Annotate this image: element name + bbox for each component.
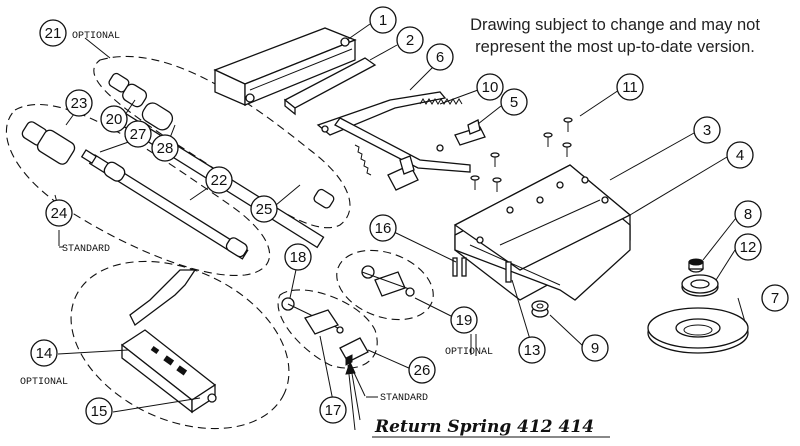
part-22-rod <box>88 154 249 260</box>
callout-22-label: 22 <box>211 172 228 189</box>
callout-27: 27 <box>124 120 152 148</box>
part-16-pins <box>452 257 467 277</box>
part-8-cap <box>688 258 704 273</box>
part-12-bearing <box>681 274 719 297</box>
disclaimer: Drawing subject to change and may not re… <box>440 14 790 58</box>
callout-13-label: 13 <box>524 342 541 359</box>
tag-optional-21: OPTIONAL <box>72 31 120 42</box>
part-14-assembly <box>120 269 217 414</box>
group-outline-14 <box>70 260 290 430</box>
part-1-block <box>213 27 357 106</box>
callout-17: 17 <box>319 396 347 424</box>
callout-24: 24 <box>45 199 73 227</box>
callout-23-label: 23 <box>71 95 88 112</box>
callout-11-label: 11 <box>622 79 638 96</box>
callout-21: 21 <box>39 19 67 47</box>
callout-13: 13 <box>518 336 546 364</box>
part-23-coupler <box>21 121 76 165</box>
callout-5: 5 <box>500 88 528 116</box>
callout-18-label: 18 <box>290 249 307 266</box>
tag-optional-19: OPTIONAL <box>445 347 493 358</box>
callout-22: 22 <box>205 166 233 194</box>
callout-27-label: 27 <box>130 126 147 143</box>
disclaimer-line-2: represent the most up-to-date version. <box>475 38 755 56</box>
callout-28-label: 28 <box>157 140 174 157</box>
group-outline-19 <box>336 249 434 321</box>
callout-3: 3 <box>693 116 721 144</box>
leader-lines <box>54 23 746 413</box>
callout-9: 9 <box>581 334 609 362</box>
callout-16-label: 16 <box>375 220 392 237</box>
disclaimer-line-1: Drawing subject to change and may not <box>470 16 760 34</box>
callout-11: 11 <box>616 73 644 101</box>
part-10-spring <box>419 98 463 105</box>
group-outline-21 <box>93 55 351 229</box>
callout-21-label: 21 <box>45 25 62 42</box>
callout-8-label: 8 <box>744 206 752 223</box>
callout-19: 19 <box>450 306 478 334</box>
callout-3-label: 3 <box>703 122 711 139</box>
callout-6: 6 <box>426 43 454 71</box>
part-6-rail <box>316 91 471 173</box>
part-19-assembly <box>361 265 415 297</box>
callout-10: 10 <box>476 73 504 101</box>
callout-4: 4 <box>726 141 754 169</box>
callout-16: 16 <box>369 214 397 242</box>
callout-7: 7 <box>761 284 789 312</box>
part-7-disc <box>647 307 749 354</box>
part-20-fitting <box>108 72 148 108</box>
callout-8: 8 <box>734 200 762 228</box>
callout-14-label: 14 <box>36 345 53 362</box>
callout-28: 28 <box>151 134 179 162</box>
part-26-latch <box>339 337 369 366</box>
callout-1: 1 <box>369 6 397 34</box>
callout-5-label: 5 <box>510 94 518 111</box>
callout-26: 26 <box>408 356 436 384</box>
callout-2: 2 <box>396 26 424 54</box>
tag-optional-14: OPTIONAL <box>20 377 68 388</box>
return-spring-lower <box>354 144 372 176</box>
note-arrows <box>345 360 361 431</box>
callout-14: 14 <box>30 339 58 367</box>
callout-15-label: 15 <box>91 403 108 420</box>
part-2-bar <box>283 57 377 116</box>
callout-12: 12 <box>734 233 762 261</box>
callout-9-label: 9 <box>591 340 599 357</box>
callout-6-label: 6 <box>436 49 444 66</box>
group-outline-17 <box>277 289 378 369</box>
callout-19-label: 19 <box>456 312 473 329</box>
part-17-18-assembly <box>281 297 344 335</box>
callout-1-label: 1 <box>379 12 387 29</box>
callout-2-label: 2 <box>406 32 414 49</box>
part-13-pin <box>505 261 512 283</box>
part-27-tip <box>80 149 98 165</box>
callout-17-label: 17 <box>325 402 342 419</box>
callout-23: 23 <box>65 89 93 117</box>
callout-25: 25 <box>250 195 278 223</box>
callout-26-label: 26 <box>414 362 431 379</box>
callout-7-label: 7 <box>771 290 779 307</box>
callout-20-label: 20 <box>106 111 123 128</box>
part-9-nut <box>531 300 549 318</box>
lower-bracket <box>387 155 419 191</box>
callout-12-label: 12 <box>740 239 757 256</box>
return-spring-note: Return Spring 412 414 <box>374 417 594 437</box>
part-3-4-base-plate <box>453 164 632 301</box>
tag-standard-26: STANDARD <box>380 393 428 404</box>
callout-18: 18 <box>284 243 312 271</box>
tag-standard-24: STANDARD <box>62 244 110 255</box>
callout-20: 20 <box>100 105 128 133</box>
callout-25-label: 25 <box>256 201 273 218</box>
part-5-bracket <box>454 119 486 146</box>
callout-15: 15 <box>85 397 113 425</box>
callout-4-label: 4 <box>736 147 744 164</box>
callout-10-label: 10 <box>482 79 499 96</box>
callout-24-label: 24 <box>51 205 68 222</box>
